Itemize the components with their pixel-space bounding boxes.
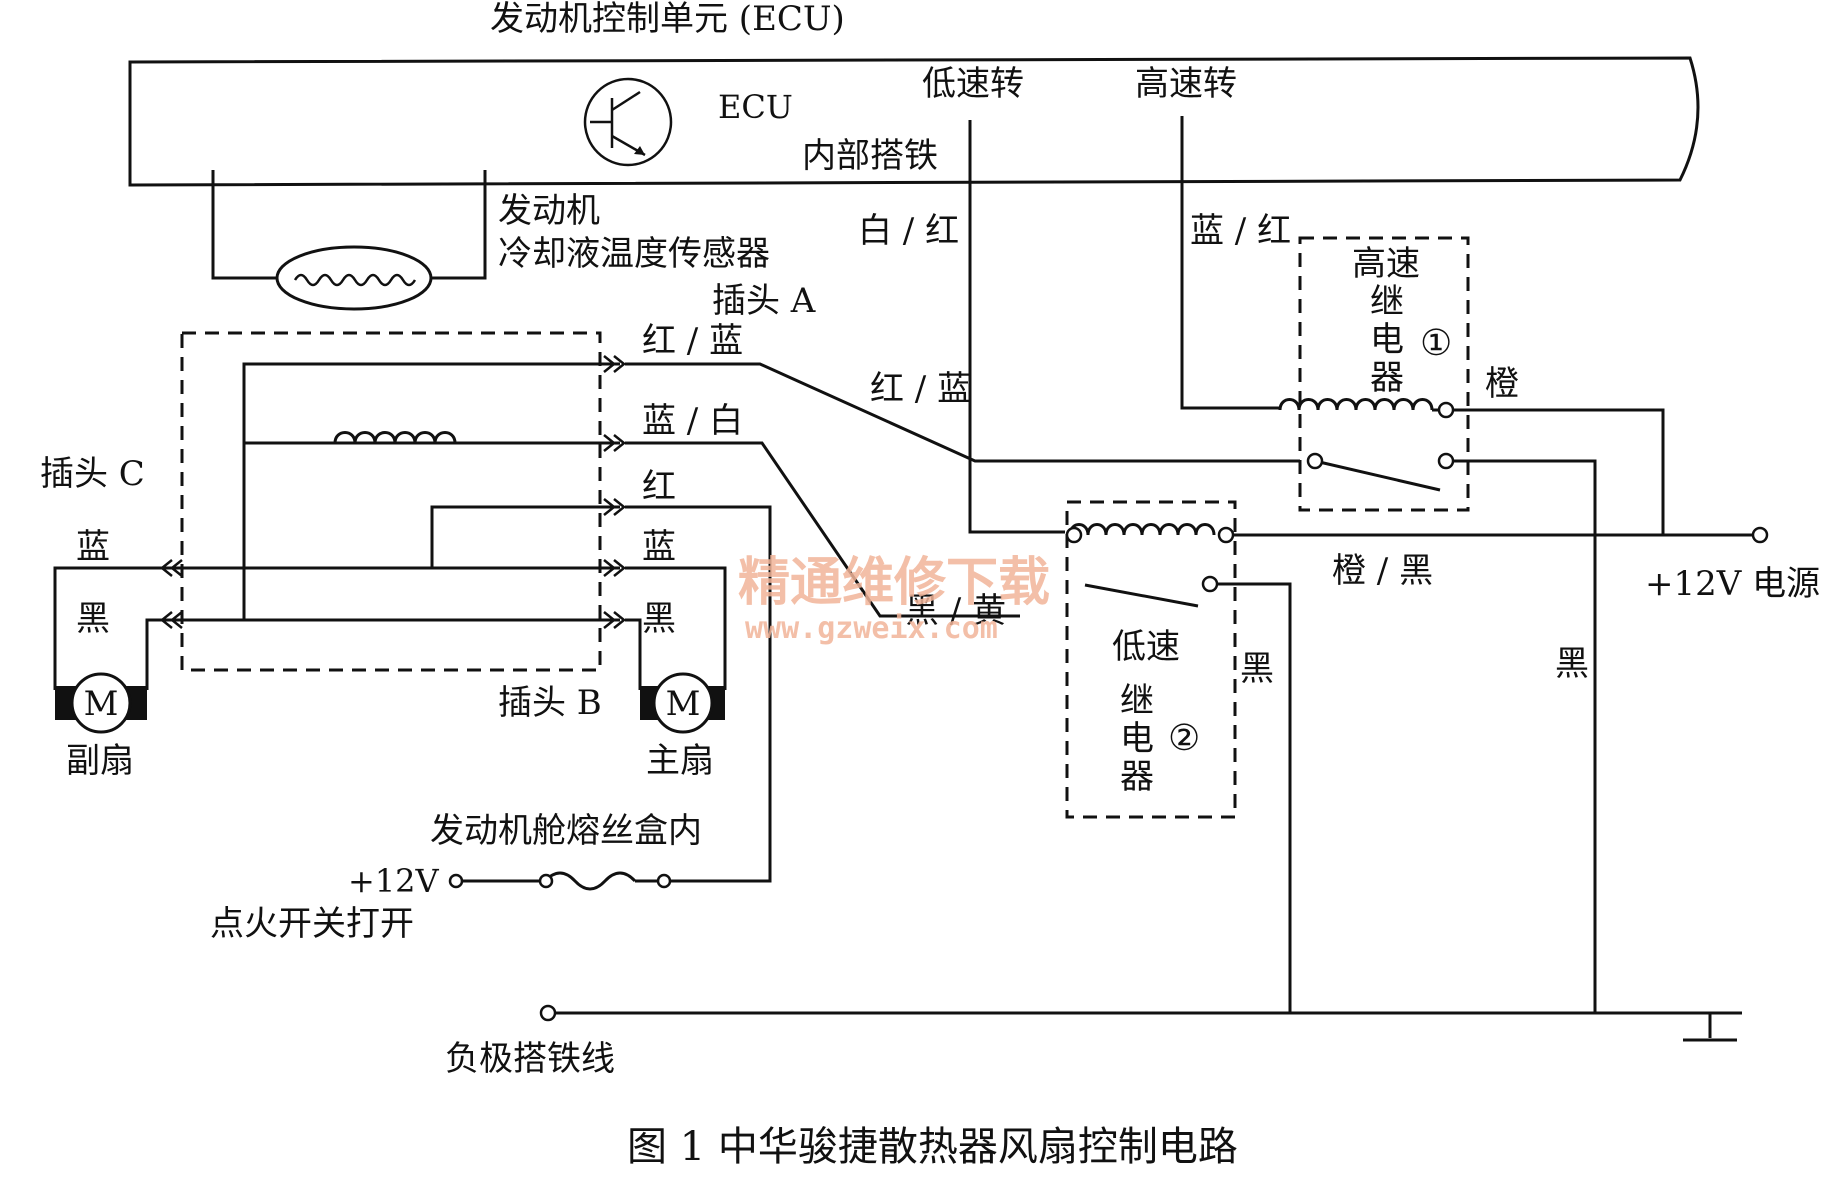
- high-speed-relay-label-2: 继: [1370, 282, 1404, 322]
- wire-label-orange-black: 橙 / 黑: [1332, 551, 1433, 591]
- ground-label: 负极搭铁线: [445, 1039, 615, 1079]
- internal-wire-red: [430, 505, 620, 568]
- high-speed-relay-number: ①: [1420, 323, 1452, 364]
- wire-label-blue-red: 蓝 / 红: [1190, 211, 1291, 251]
- wire-black-low-relay: [1217, 582, 1292, 1013]
- wire-label-blue-white: 蓝 / 白: [642, 401, 743, 441]
- internal-resistor-coil: [333, 431, 457, 444]
- wire-label-white-red: 白 / 红: [858, 211, 959, 251]
- high-speed-relay-coil: [1278, 398, 1434, 411]
- main-fan-motor-symbol: M: [666, 684, 701, 724]
- wire-label-black-b: 黑: [642, 599, 676, 639]
- ecu-high-speed-label: 高速转: [1135, 64, 1237, 104]
- connector-a-label: 插头 A: [712, 281, 816, 321]
- sensor-label-line1: 发动机: [498, 191, 600, 231]
- low-speed-relay-no-terminal: [1201, 575, 1219, 593]
- wire-black-aux-fan: [145, 618, 160, 690]
- sensor-label-line2: 冷却液温度传感器: [498, 234, 770, 274]
- low-speed-relay-contact-arm: [1084, 583, 1199, 608]
- connector-pins: [159, 355, 627, 629]
- ignition-voltage-label: +12V: [348, 862, 440, 900]
- high-speed-relay-outline: [1298, 236, 1470, 512]
- figure-caption: 图 1 中华骏捷散热器风扇控制电路: [627, 1124, 1238, 1170]
- coolant-temperature-sensor: [211, 170, 487, 311]
- low-speed-relay-outline: [1065, 500, 1237, 819]
- high-speed-relay-label-4: 器: [1370, 358, 1404, 398]
- ground-terminal: [539, 1004, 557, 1022]
- ecu-box: [128, 56, 1700, 187]
- wire-red-main-fan: [625, 505, 772, 883]
- wire-blue-aux-fan: [53, 566, 160, 690]
- high-speed-relay-label-1: 高速: [1352, 244, 1420, 284]
- wire-label-red-blue: 红 / 蓝: [870, 369, 971, 409]
- wire-label-orange: 橙: [1485, 364, 1519, 404]
- wire-label-black-yellow: 黑 / 黄: [905, 591, 1006, 631]
- wire-label-red: 红: [642, 467, 676, 507]
- wire-label-black-1: 黑: [1240, 649, 1274, 689]
- low-speed-relay-coil: [1068, 523, 1216, 536]
- low-speed-relay-label-1: 低速: [1112, 627, 1180, 667]
- aux-fan-motor-symbol: M: [84, 684, 119, 724]
- fuse-box-label: 发动机舱熔丝盒内: [430, 811, 702, 851]
- internal-wire-red-blue: [242, 362, 620, 620]
- main-fan-label: 主扇: [646, 741, 714, 781]
- connector-b-label: 插头 B: [498, 683, 602, 723]
- wire-label-black-2: 黑: [1555, 644, 1589, 684]
- wire-red-blue: [625, 362, 1300, 463]
- supply-label: +12V 电源: [1645, 564, 1820, 604]
- high-speed-relay-coil-terminal: [1437, 401, 1455, 419]
- ecu-label: ECU: [718, 88, 793, 126]
- high-speed-control-wire: [1180, 116, 1280, 410]
- aux-fan-label: 副扇: [66, 741, 134, 781]
- main-fan-motor: [640, 672, 725, 734]
- connector-b-outline: [180, 331, 602, 672]
- wire-label-red-blue-a: 红 / 蓝: [642, 321, 743, 361]
- low-speed-control-wire: [968, 120, 1065, 534]
- ecu-title: 发动机控制单元 (ECU): [490, 0, 845, 39]
- low-speed-relay-coil-terminal-left: [1065, 526, 1083, 544]
- ecu-low-speed-label: 低速转: [922, 64, 1024, 104]
- fuse: [448, 871, 672, 891]
- low-speed-relay-coil-terminal-right: [1217, 526, 1235, 544]
- wire-blue-white: [625, 441, 1020, 618]
- connector-c-label: 插头 C: [40, 454, 145, 494]
- supply-terminal: [1751, 526, 1769, 544]
- low-speed-relay-label-3: 电: [1120, 719, 1154, 759]
- watermark-cn: 精通维修下载: [738, 553, 1050, 613]
- wire-blue-main-fan: [625, 566, 727, 690]
- wire-label-blue-c: 蓝: [76, 527, 110, 567]
- high-speed-relay-label-3: 电: [1370, 320, 1404, 360]
- high-speed-relay-common-terminal: [1306, 452, 1324, 470]
- ignition-switch-label: 点火开关打开: [210, 904, 414, 944]
- wire-orange: [1453, 408, 1665, 535]
- wire-black-main-fan: [625, 618, 642, 690]
- ecu-internal-ground-label: 内部搭铁: [802, 136, 938, 176]
- wire-label-black-c: 黑: [76, 599, 110, 639]
- aux-fan-motor: [55, 672, 147, 734]
- low-speed-relay-number: ②: [1168, 718, 1200, 759]
- ground-symbol: [1683, 1013, 1737, 1042]
- wire-label-blue-b: 蓝: [642, 527, 676, 567]
- high-speed-relay-contact-arm: [1314, 459, 1441, 492]
- low-speed-relay-label-2: 继: [1120, 681, 1154, 721]
- low-speed-relay-label-4: 器: [1120, 757, 1154, 797]
- wire-black-high-relay: [1453, 459, 1597, 1013]
- high-speed-relay-no-terminal: [1437, 452, 1455, 470]
- watermark-url: www.gzweix.com: [745, 611, 998, 646]
